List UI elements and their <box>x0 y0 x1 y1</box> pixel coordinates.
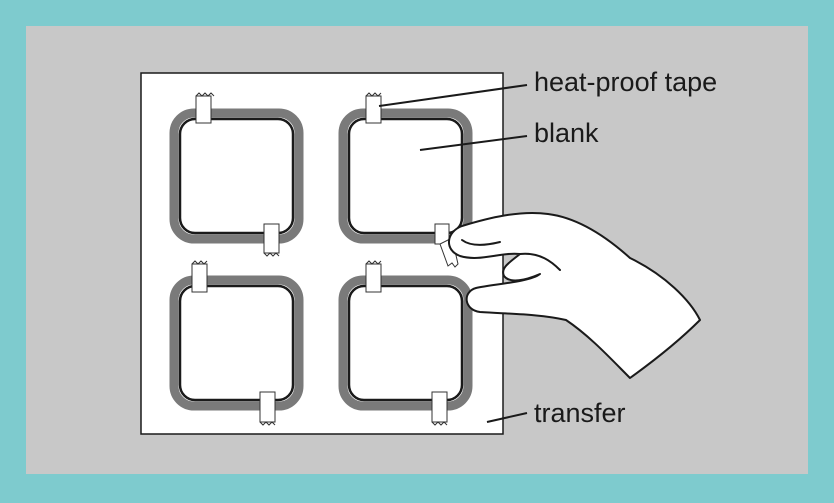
blank-top-left <box>169 108 304 244</box>
tape-8 <box>431 391 448 426</box>
hand-peeling-icon <box>448 211 701 379</box>
tape-3 <box>365 92 382 124</box>
tape-6 <box>259 391 276 426</box>
blank-bottom-left <box>169 275 304 411</box>
tape-7 <box>365 260 382 293</box>
tape-1 <box>195 92 215 124</box>
tape-callout-line <box>378 84 528 107</box>
blank-top-right <box>338 108 473 244</box>
blank-callout-line <box>419 135 528 151</box>
transfer-callout-line <box>486 412 528 423</box>
blank-label: blank <box>534 118 599 148</box>
tape-2 <box>263 223 280 257</box>
transfer-label: transfer <box>534 398 626 428</box>
blank-bottom-right <box>338 275 473 411</box>
tape-label: heat-proof tape <box>534 67 717 97</box>
tape-5 <box>191 260 208 293</box>
